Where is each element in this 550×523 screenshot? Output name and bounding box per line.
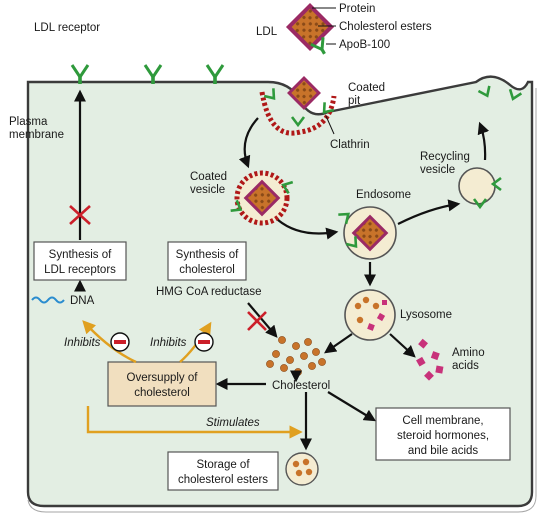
coated-pit-label: Coated xyxy=(348,82,385,94)
endosome xyxy=(338,206,397,260)
coated-vesicle-label-2: vesicle xyxy=(190,184,225,196)
ldl-label: LDL xyxy=(256,26,278,38)
apob-icon xyxy=(310,37,326,55)
cell-membrane-line-1: Cell membrane, xyxy=(402,415,483,427)
oversupply-line-2: cholesterol xyxy=(134,387,190,399)
storage-box: Storage of cholesterol esters xyxy=(167,451,279,491)
cell-membrane-line-3: and bile acids xyxy=(408,445,479,457)
clathrin-label: Clathrin xyxy=(330,139,370,151)
hmg-label: HMG CoA reductase xyxy=(156,286,261,298)
dna-icon xyxy=(31,296,65,304)
synthesis-ldl-receptors-box: Synthesis of LDL receptors xyxy=(33,241,127,281)
inhibit-icon xyxy=(110,332,130,352)
endosome-label: Endosome xyxy=(356,189,411,201)
oversupply-box: Oversupply of cholesterol xyxy=(107,361,217,407)
block-x-icon xyxy=(247,311,267,331)
storage-droplet xyxy=(285,452,319,486)
ldl-receptor-label: LDL receptor xyxy=(34,22,100,34)
ldl-receptor-icon xyxy=(205,64,225,84)
coated-vesicle xyxy=(230,170,294,226)
lysosome xyxy=(344,289,396,341)
lysosome-label: Lysosome xyxy=(400,309,452,321)
synthesis-cholesterol-box: Synthesis of cholesterol xyxy=(167,241,247,281)
block-x-icon xyxy=(69,205,91,225)
plasma-membrane-label-2: membrane xyxy=(9,129,64,141)
amino-acids-label-2: acids xyxy=(452,360,479,372)
ldl-receptor-icon xyxy=(143,64,163,84)
synthesis-cholesterol-line-2: cholesterol xyxy=(179,264,235,276)
cell-membrane-box: Cell membrane, steroid hormones, and bil… xyxy=(375,407,511,461)
recycling-vesicle-label: Recycling xyxy=(420,151,470,163)
amino-acids-label: Amino xyxy=(452,347,485,359)
apob-label: ApoB-100 xyxy=(339,39,390,51)
oversupply-line-1: Oversupply of xyxy=(127,372,199,384)
plasma-membrane-label: Plasma xyxy=(9,116,48,128)
amino-acids-icon xyxy=(416,338,444,381)
cholesterol-label: Cholesterol xyxy=(272,380,330,392)
stimulates-label: Stimulates xyxy=(206,417,260,429)
inhibit-icon xyxy=(194,332,214,352)
inhibits-left-label: Inhibits xyxy=(64,337,101,349)
inhibits-right-label: Inhibits xyxy=(150,337,187,349)
synthesis-receptors-line-1: Synthesis of xyxy=(49,249,112,261)
cholesterol-esters-label: Cholesterol esters xyxy=(339,21,432,33)
dna-label: DNA xyxy=(70,295,95,307)
coated-vesicle-label: Coated xyxy=(190,171,227,183)
storage-line-1: Storage of xyxy=(196,459,250,471)
ldl-legend: LDL Protein Cholesterol esters ApoB-100 xyxy=(256,2,432,55)
recycling-vesicle xyxy=(458,167,502,210)
ldl-receptor-icon xyxy=(70,64,90,84)
synthesis-receptors-line-2: LDL receptors xyxy=(44,264,116,276)
recycling-vesicle-label-2: vesicle xyxy=(420,164,455,176)
protein-label: Protein xyxy=(339,3,375,15)
synthesis-cholesterol-line-1: Synthesis of xyxy=(176,249,239,261)
cell-membrane-line-2: steroid hormones, xyxy=(397,430,489,442)
coated-pit-label-2: pit xyxy=(348,95,361,107)
storage-line-2: cholesterol esters xyxy=(178,474,268,486)
